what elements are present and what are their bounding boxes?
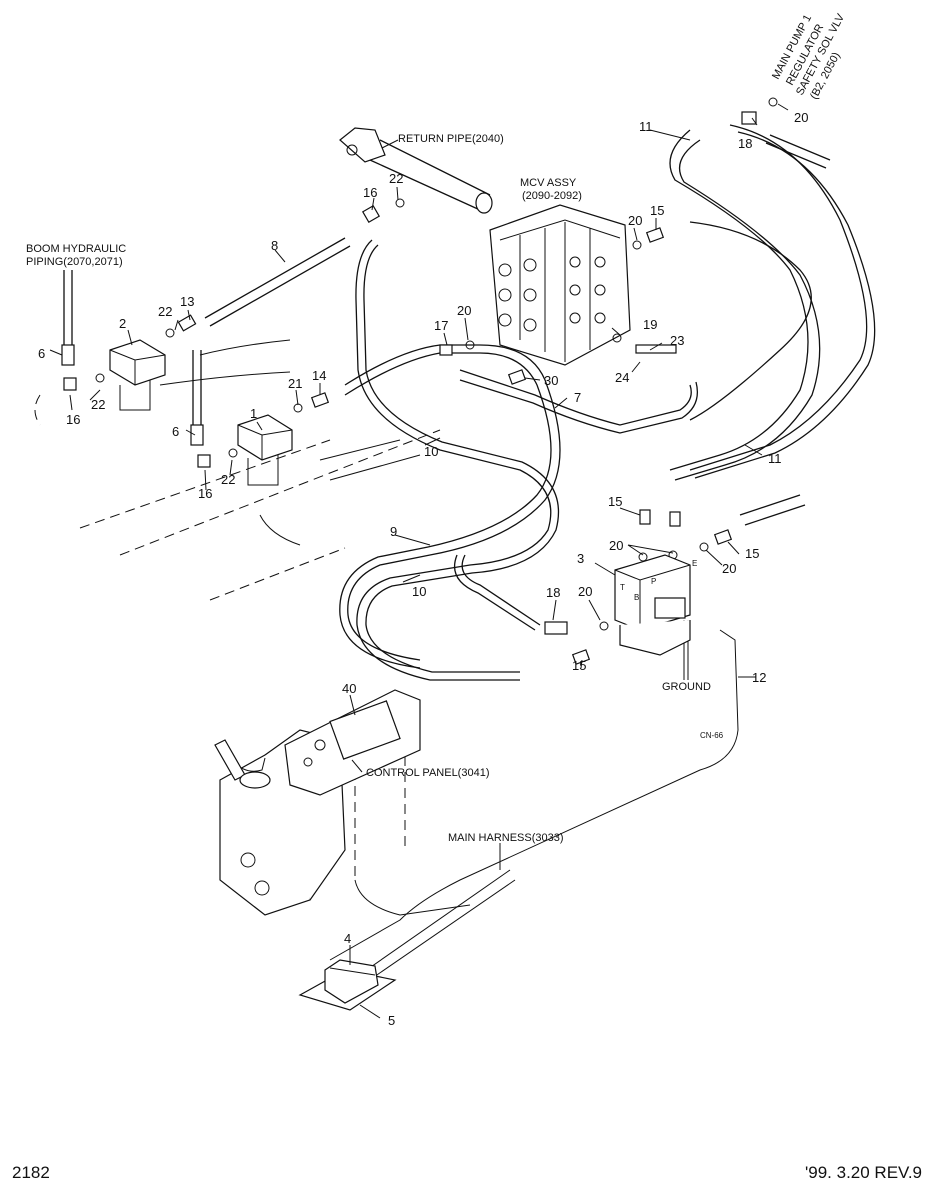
callout-10a: 10 xyxy=(424,444,438,459)
callout-6b: 6 xyxy=(172,424,179,439)
callout-16a: 16 xyxy=(363,185,377,200)
callout-14: 14 xyxy=(312,368,326,383)
callout-20a: 20 xyxy=(628,213,642,228)
return-pipe xyxy=(339,127,493,214)
callout-22b: 22 xyxy=(158,304,172,319)
callout-20d: 20 xyxy=(609,538,623,553)
label-control-panel: CONTROL PANEL(3041) xyxy=(366,767,489,779)
revision-stamp: '99. 3.20 REV.9 xyxy=(805,1163,922,1182)
leader-lines xyxy=(49,103,789,1019)
label-connector: CN-66 xyxy=(700,731,724,740)
callout-15b: 15 xyxy=(608,494,622,509)
callout-11a: 11 xyxy=(639,119,653,134)
callouts: 1 2 3 4 5 6 6 7 8 9 10 10 11 11 12 13 14… xyxy=(38,110,808,1028)
pedal-assembly xyxy=(298,959,397,1011)
callout-5: 5 xyxy=(388,1013,395,1028)
valve-2 xyxy=(109,339,166,411)
callout-24: 24 xyxy=(615,370,629,385)
callout-18b: 18 xyxy=(546,585,560,600)
callout-22a: 22 xyxy=(389,171,403,186)
callout-11b: 11 xyxy=(768,451,782,466)
callout-22c: 22 xyxy=(91,397,105,412)
label-ground: GROUND xyxy=(662,681,711,693)
label-return-pipe: RETURN PIPE(2040) xyxy=(398,133,504,145)
callout-40: 40 xyxy=(342,681,356,696)
callout-12: 12 xyxy=(752,670,766,685)
label-boom-piping-ref: PIPING(2070,2071) xyxy=(26,256,123,268)
callout-13: 13 xyxy=(180,294,194,309)
callout-20e: 20 xyxy=(722,561,736,576)
callout-1: 1 xyxy=(250,406,257,421)
callout-22d: 22 xyxy=(221,472,235,487)
callout-16c: 16 xyxy=(198,486,212,501)
machine-outline xyxy=(34,339,441,880)
callout-15d: 15 xyxy=(572,658,586,673)
label-mcv-assy: MCV ASSY xyxy=(520,177,577,189)
callout-16b: 16 xyxy=(66,412,80,427)
callout-8: 8 xyxy=(271,238,278,253)
port-e: E xyxy=(692,559,697,568)
callout-9: 9 xyxy=(390,524,397,539)
fittings xyxy=(63,97,778,665)
label-mcv-assy-range: (2090-2092) xyxy=(522,190,582,202)
port-b: B xyxy=(634,593,639,602)
labels: RETURN PIPE(2040) MCV ASSY (2090-2092) B… xyxy=(26,11,847,844)
callout-18a: 18 xyxy=(738,136,752,151)
callout-23: 23 xyxy=(670,333,684,348)
control-console xyxy=(214,689,421,916)
callout-17: 17 xyxy=(434,318,448,333)
mcv-assembly xyxy=(489,204,631,366)
callout-4: 4 xyxy=(344,931,351,946)
callout-10b: 10 xyxy=(412,584,426,599)
port-t: T xyxy=(620,583,625,592)
callout-2: 2 xyxy=(119,316,126,331)
callout-21: 21 xyxy=(288,376,302,391)
callout-19: 19 xyxy=(643,317,657,332)
hoses xyxy=(204,124,876,991)
callout-6a: 6 xyxy=(38,346,45,361)
callout-3: 3 xyxy=(577,551,584,566)
callout-7: 7 xyxy=(574,390,581,405)
callout-15c: 15 xyxy=(745,546,759,561)
callout-20b: 20 xyxy=(794,110,808,125)
callout-30: 30 xyxy=(544,373,558,388)
callout-15a: 15 xyxy=(650,203,664,218)
label-main-harness: MAIN HARNESS(3033) xyxy=(448,832,564,844)
block-valve-3 xyxy=(614,554,691,656)
label-boom-piping: BOOM HYDRAULIC xyxy=(26,243,126,255)
figure-number: 2182 xyxy=(12,1163,50,1182)
valve-1 xyxy=(237,414,293,486)
callout-20f: 20 xyxy=(578,584,592,599)
callout-20c: 20 xyxy=(457,303,471,318)
port-p: P xyxy=(651,577,656,586)
